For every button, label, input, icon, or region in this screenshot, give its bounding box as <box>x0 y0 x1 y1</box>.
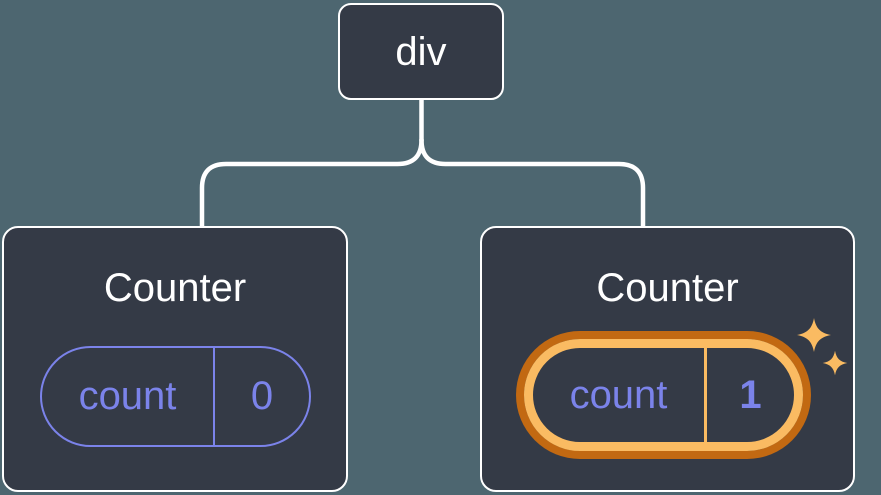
state-value-cell: 1 <box>707 348 794 442</box>
state-pill-highlighted: count 1 <box>524 339 803 451</box>
counter-card-right: Counter count 1 <box>480 226 855 492</box>
root-node-label: div <box>395 29 447 74</box>
component-title: Counter <box>596 266 739 310</box>
pill-divider <box>704 348 707 442</box>
counter-card-left: Counter count 0 <box>2 226 348 492</box>
state-key-label: count <box>78 374 177 418</box>
connector-left-branch <box>199 137 424 230</box>
state-key-cell: count <box>42 348 213 445</box>
connector-right-branch <box>419 137 646 230</box>
state-value-cell: 0 <box>215 348 309 445</box>
state-key-cell: count <box>533 348 704 442</box>
state-value-label: 0 <box>250 374 274 418</box>
state-pill: count 0 <box>40 346 311 447</box>
root-node-div: div <box>338 3 504 100</box>
sparkle-icon <box>822 350 848 376</box>
state-key-label: count <box>569 372 668 417</box>
component-title: Counter <box>103 266 247 310</box>
sparkle-icon <box>797 318 831 352</box>
state-value-label: 1 <box>739 372 762 417</box>
pill-divider <box>213 348 215 445</box>
